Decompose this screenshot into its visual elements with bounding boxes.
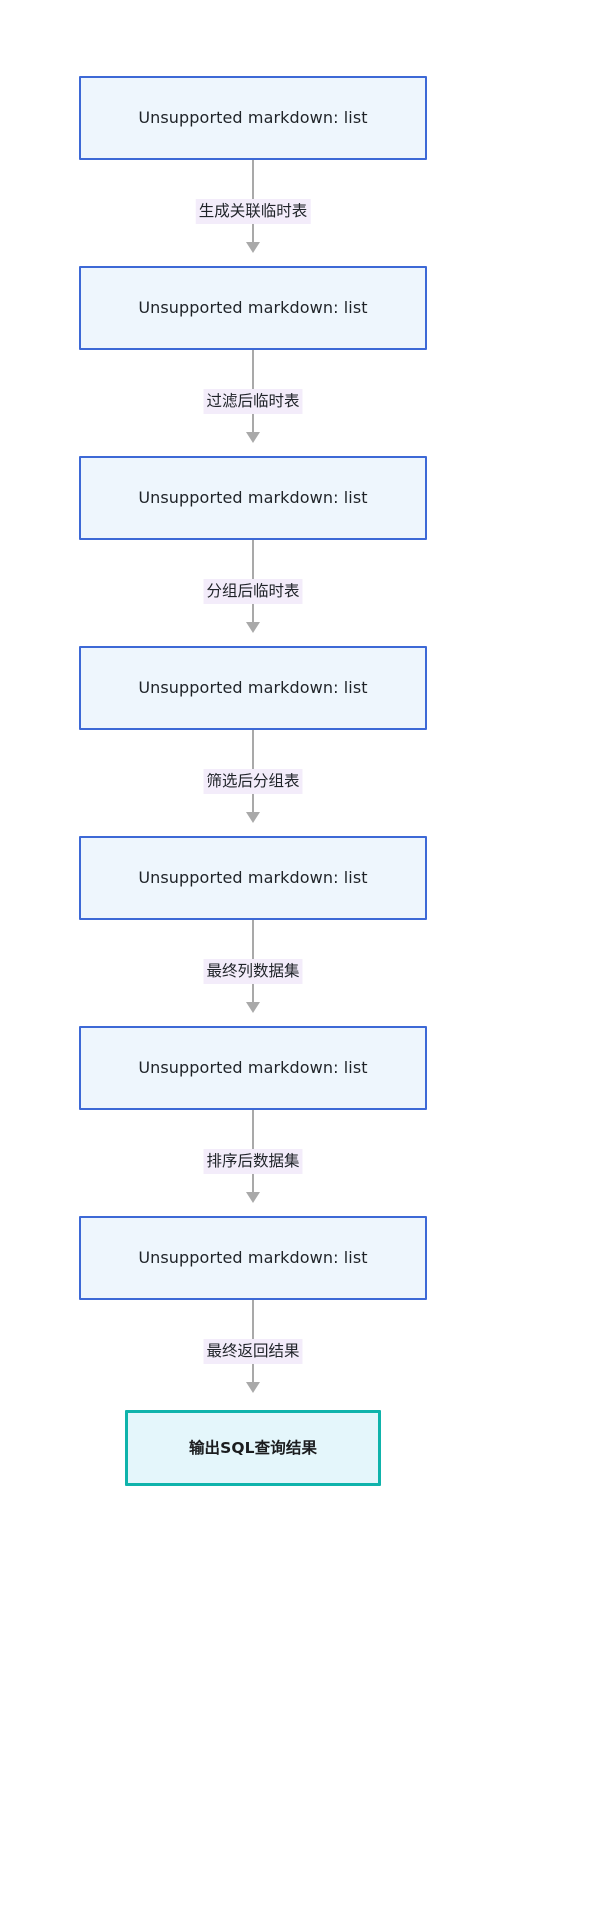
- flow-node-n7[interactable]: Unsupported markdown: list: [79, 1216, 427, 1300]
- flow-node-n2[interactable]: Unsupported markdown: list: [79, 266, 427, 350]
- flow-edge-label-7: 最终返回结果: [203, 1339, 303, 1364]
- flow-edge-arrow-2: [245, 432, 260, 443]
- flow-edge-arrow-3: [245, 622, 260, 633]
- flow-node-n5[interactable]: Unsupported markdown: list: [79, 836, 427, 920]
- flow-node-label: Unsupported markdown: list: [138, 487, 368, 507]
- flow-node-label: Unsupported markdown: list: [138, 677, 368, 697]
- flow-edge-label-5: 最终列数据集: [203, 959, 303, 984]
- flow-node-n4[interactable]: Unsupported markdown: list: [79, 646, 427, 730]
- flow-node-label: Unsupported markdown: list: [138, 297, 368, 317]
- flow-node-n6[interactable]: Unsupported markdown: list: [79, 1026, 427, 1110]
- flow-edge-label-6: 排序后数据集: [203, 1149, 303, 1174]
- flow-node-label: Unsupported markdown: list: [138, 1057, 368, 1077]
- flow-edge-label-3: 分组后临时表: [203, 579, 303, 604]
- flow-node-n1[interactable]: Unsupported markdown: list: [79, 76, 427, 160]
- flow-node-label: Unsupported markdown: list: [138, 107, 368, 127]
- flow-node-label: 输出SQL查询结果: [188, 1438, 318, 1457]
- flow-edge-label-4: 筛选后分组表: [203, 769, 303, 794]
- flow-edge-arrow-5: [245, 1002, 260, 1013]
- flow-edge-arrow-4: [245, 812, 260, 823]
- flow-edge-label-2: 过滤后临时表: [203, 389, 303, 414]
- flow-node-label: Unsupported markdown: list: [138, 867, 368, 887]
- flow-node-n3[interactable]: Unsupported markdown: list: [79, 456, 427, 540]
- flow-edge-arrow-1: [245, 242, 260, 253]
- flow-edge-arrow-7: [245, 1382, 260, 1393]
- flow-edge-arrow-6: [245, 1192, 260, 1203]
- flow-node-label: Unsupported markdown: list: [138, 1247, 368, 1267]
- flow-edge-label-1: 生成关联临时表: [195, 199, 311, 224]
- flow-node-output-result[interactable]: 输出SQL查询结果: [125, 1410, 381, 1486]
